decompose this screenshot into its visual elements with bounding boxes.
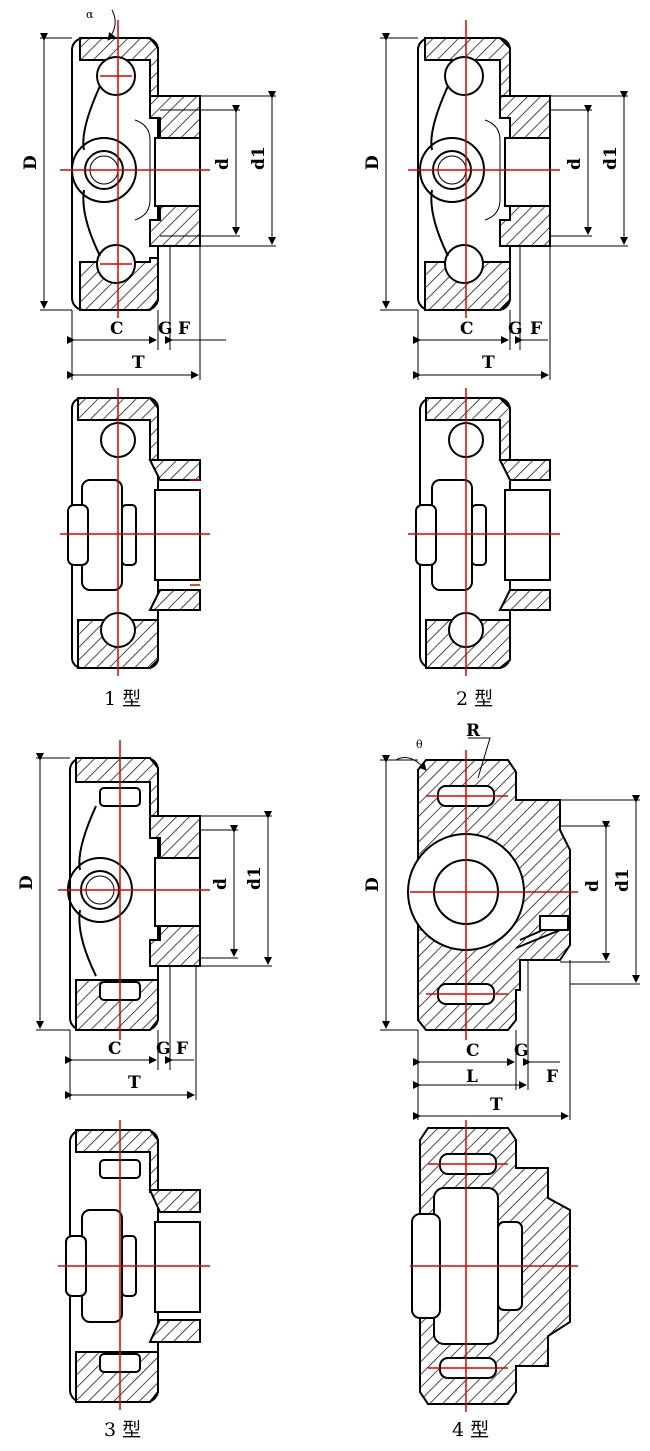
type4-section-view (380, 737, 640, 1120)
type1-full-view (60, 388, 210, 676)
dim-d-2: d (565, 158, 585, 170)
dim-D-2: D (363, 155, 383, 170)
caption-type4: 4 型 (452, 1419, 489, 1441)
dim-d1-2: d1 (601, 146, 621, 170)
dim-d1-4: d1 (613, 868, 633, 892)
dim-G-3: G (156, 1039, 171, 1059)
dim-D-1: D (21, 155, 41, 170)
dim-G-2: G (508, 319, 523, 339)
dim-D-4: D (363, 877, 383, 892)
dim-d-4: d (583, 880, 603, 892)
dim-G-4: G (514, 1041, 529, 1061)
type2-section-view (380, 20, 628, 380)
dim-F-3: F (176, 1039, 188, 1059)
dim-d1-1: d1 (249, 146, 269, 170)
dim-L-4: L (466, 1067, 478, 1087)
caption-type2: 2 型 (456, 688, 493, 710)
dim-C-3: C (108, 1039, 122, 1059)
dim-d-3: d (211, 878, 231, 890)
dim-D-3: D (17, 875, 37, 890)
type2-full-view (408, 388, 560, 676)
type3-section-view (36, 740, 272, 1100)
dim-T-2: T (482, 353, 495, 373)
dim-F-2: F (530, 319, 542, 339)
dim-d-1: d (213, 158, 233, 170)
dim-F-4: F (546, 1067, 558, 1087)
type4-full-view (410, 1120, 578, 1412)
dim-T-3: T (128, 1073, 141, 1093)
type3-full-view (58, 1120, 210, 1410)
caption-type3: 3 型 (104, 1419, 141, 1441)
alpha-label: α (86, 8, 94, 21)
dim-C-2: C (460, 319, 474, 339)
dim-C-1: C (110, 319, 124, 339)
dim-T-4: T (490, 1095, 503, 1115)
dim-F-1: F (178, 319, 190, 339)
dim-G-1: G (158, 319, 173, 339)
dim-R-4: R (466, 721, 481, 741)
dim-T-1: T (132, 353, 145, 373)
type1-section-view (40, 9, 276, 380)
dim-C-4: C (466, 1041, 480, 1061)
caption-type1: 1 型 (104, 688, 141, 710)
dim-d1-3: d1 (245, 866, 265, 890)
theta-label: θ (416, 738, 423, 751)
